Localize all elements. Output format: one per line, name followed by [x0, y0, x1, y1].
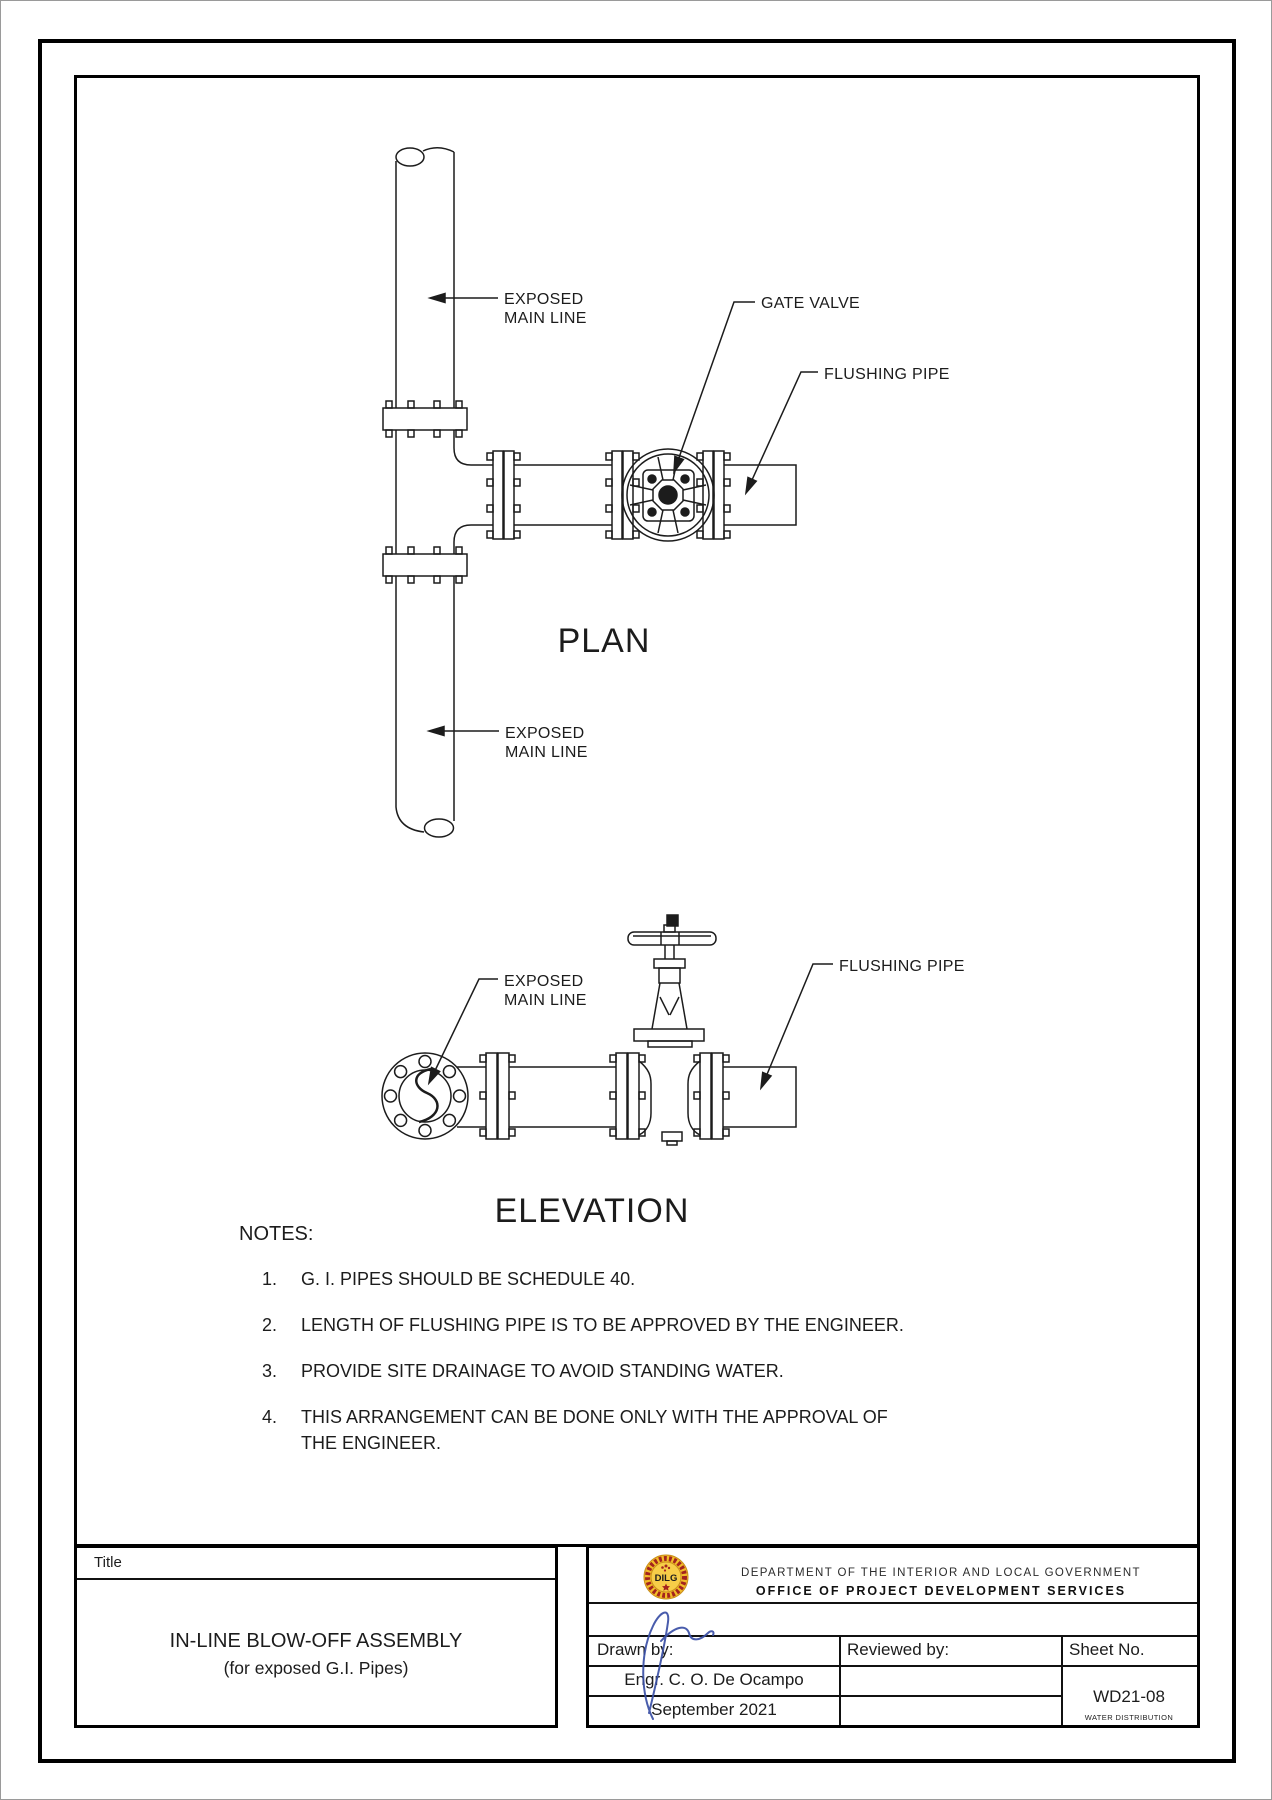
note-number: 4. [262, 1407, 277, 1427]
title-box [74, 1545, 558, 1728]
flange-joint [609, 1052, 646, 1140]
notes-section: NOTES: 1. G. I. PIPES SHOULD BE SCHEDULE… [239, 1223, 904, 1453]
note-text-continued: THE ENGINEER. [301, 1433, 441, 1453]
flange-bolts [385, 400, 463, 438]
leader-arrow [759, 1071, 773, 1091]
leader-arrow [427, 292, 446, 304]
elevation-view: EXPOSED MAIN LINE FLUSHING PIPE ELEVATIO… [381, 914, 965, 1230]
pipe-break-bottom [423, 818, 455, 838]
note-text: PROVIDE SITE DRAINAGE TO AVOID STANDING … [301, 1361, 784, 1381]
elevation-leaders [427, 963, 833, 1091]
flange-joint [479, 1052, 516, 1140]
label-exposed-main-line-bottom-2: MAIN LINE [505, 744, 588, 761]
tee-flange-upper [382, 407, 468, 431]
label-exposed-main-line-elev: EXPOSED [504, 973, 583, 990]
handwheel [627, 931, 717, 946]
drawing-subtitle: (for exposed G.I. Pipes) [223, 1658, 409, 1678]
sheet-no-label: Sheet No. [1069, 1640, 1145, 1659]
leader-arrow [426, 725, 445, 737]
leader-arrow [427, 1066, 441, 1086]
label-gate-valve: GATE VALVE [761, 295, 860, 312]
drawn-date: September 2021 [651, 1700, 777, 1719]
logo-star [662, 1583, 670, 1591]
label-flushing-pipe-plan: FLUSHING PIPE [824, 366, 950, 383]
drawing-title: IN-LINE BLOW-OFF ASSEMBLY [169, 1630, 463, 1652]
title-divider [77, 1578, 555, 1580]
label-exposed-main-line-elev-2: MAIN LINE [504, 992, 587, 1009]
leader-arrow [744, 476, 758, 496]
note-number: 1. [262, 1269, 277, 1289]
bonnet-flange [633, 1028, 705, 1042]
tee-flange-lower [382, 553, 468, 577]
grid-line [589, 1635, 1197, 1637]
title-label: Title [94, 1554, 122, 1571]
logo-text: DILG [655, 1573, 678, 1584]
valve-right-flange [696, 450, 731, 540]
office-name: OFFICE OF PROJECT DEVELOPMENT SERVICES [755, 1584, 1127, 1598]
note-text: THIS ARRANGEMENT CAN BE DONE ONLY WITH T… [301, 1407, 888, 1427]
gate-valve-plan [621, 448, 715, 542]
grid-line [589, 1665, 1197, 1667]
dilg-logo: DILG [643, 1554, 689, 1600]
pipe-break-top [395, 147, 425, 167]
drawn-by-name: Engr. C. O. De Ocampo [624, 1670, 804, 1689]
flange-joint [693, 1052, 730, 1140]
label-exposed-main-line-top: EXPOSED [504, 291, 583, 308]
reviewed-by-label: Reviewed by: [847, 1640, 950, 1659]
note-number: 3. [262, 1361, 277, 1381]
stem-nut [666, 914, 679, 927]
flushing-pipe-plan [724, 464, 797, 526]
drawn-by-label: Drawn by: [597, 1640, 674, 1659]
flushing-pipe-elevation [723, 1066, 797, 1128]
gate-valve-elevation [627, 914, 717, 1146]
flange-face-break [381, 1052, 469, 1140]
note-number: 2. [262, 1315, 277, 1335]
note-text: LENGTH OF FLUSHING PIPE IS TO BE APPROVE… [301, 1315, 904, 1335]
notes-heading: NOTES: [239, 1223, 313, 1245]
grid-line [589, 1602, 1197, 1604]
packing-gland [653, 958, 686, 969]
plan-view: EXPOSED MAIN LINE GATE VALVE FLUSHING PI… [382, 147, 950, 838]
elevation-caption: ELEVATION [495, 1192, 690, 1230]
grid-line [1061, 1635, 1063, 1725]
label-exposed-main-line-bottom: EXPOSED [505, 725, 584, 742]
sheet-outer-border [38, 39, 1236, 1763]
sheet-category: WATER DISTRIBUTION [1084, 1713, 1174, 1722]
plan-leaders [426, 292, 818, 737]
note-text: G. I. PIPES SHOULD BE SCHEDULE 40. [301, 1269, 635, 1289]
logo-red-ring [645, 1556, 687, 1598]
grid-line [589, 1695, 1061, 1697]
label-exposed-main-line-top-2: MAIN LINE [504, 310, 587, 327]
plan-caption: PLAN [558, 622, 651, 660]
leader-arrow [673, 455, 685, 475]
grid-line [839, 1635, 841, 1725]
flange-bolts [385, 546, 463, 584]
label-flushing-pipe-elev: FLUSHING PIPE [839, 958, 965, 975]
sheet-number: WD21-08 [1093, 1687, 1165, 1706]
drawn-by-signature [642, 1611, 715, 1720]
branch-flange-joint [486, 450, 521, 540]
department-name: DEPARTMENT OF THE INTERIOR AND LOCAL GOV… [741, 1567, 1141, 1579]
